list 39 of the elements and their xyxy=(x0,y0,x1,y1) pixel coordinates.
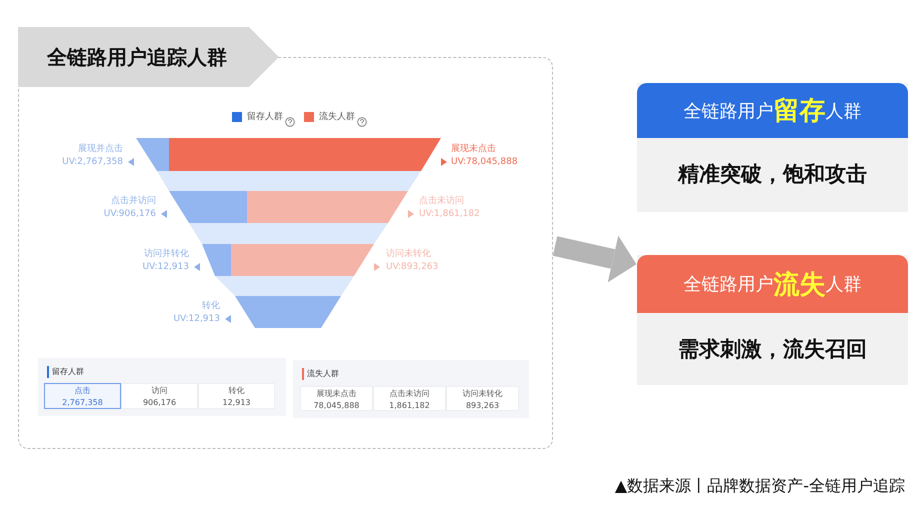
cell-label: 转化 xyxy=(228,385,246,397)
cell-value: 893,263 xyxy=(464,400,500,412)
stage-label: 展现未点击 xyxy=(451,143,496,155)
stage-label: 访问未转化 xyxy=(386,248,431,260)
cell-label: 访问未转化 xyxy=(462,388,504,400)
card-header: 全链路用户流失人群 xyxy=(637,255,908,313)
cell-label: 点击 xyxy=(74,385,92,397)
cell-label: 展现未点击 xyxy=(316,388,358,400)
heading-tab: 全链路用户追踪人群 xyxy=(18,27,279,87)
uv-value: UV:906,176 xyxy=(104,208,156,220)
source-caption: ▲数据来源丨品牌数据资产-全链用户追踪 xyxy=(614,476,905,497)
cell-value: 1,861,182 xyxy=(388,400,431,412)
card-body-text: 精准突破，饱和攻击 xyxy=(676,161,868,188)
cell-label: 点击未访问 xyxy=(388,388,430,400)
stage-label: 转化 xyxy=(202,300,220,312)
card xyxy=(637,255,908,385)
uv-value: UV:893,263 xyxy=(386,261,438,273)
stage-label: 访问并转化 xyxy=(144,248,189,260)
uv-value: UV:12,913 xyxy=(142,261,189,273)
uv-value: UV:1,861,182 xyxy=(419,208,480,220)
cell-value: 906,176 xyxy=(142,397,178,409)
uv-value: UV:78,045,888 xyxy=(451,156,518,168)
legend-label: 留存人群 xyxy=(247,111,283,123)
cell-value: 78,045,888 xyxy=(312,400,360,412)
cell-value: 12,913 xyxy=(222,397,252,409)
table-heading: 留存人群 xyxy=(47,366,84,378)
card xyxy=(637,83,908,212)
legend-label: 流失人群 xyxy=(319,111,355,123)
arrow xyxy=(552,236,636,282)
uv-value: UV:12,913 xyxy=(173,313,220,325)
stage-label: 展现并点击 xyxy=(78,143,123,155)
uv-value: UV:2,767,358 xyxy=(62,156,123,168)
stage-label: 点击未访问 xyxy=(419,195,464,207)
cell-label: 访问 xyxy=(150,385,168,397)
cell-value: 2,767,358 xyxy=(61,397,104,409)
stage-label: 点击并访问 xyxy=(111,195,156,207)
table-heading: 流失人群 xyxy=(302,368,339,380)
card-body-text: 需求刺激，流失召回 xyxy=(677,336,868,363)
card-header: 全链路用户留存人群 xyxy=(637,83,908,138)
